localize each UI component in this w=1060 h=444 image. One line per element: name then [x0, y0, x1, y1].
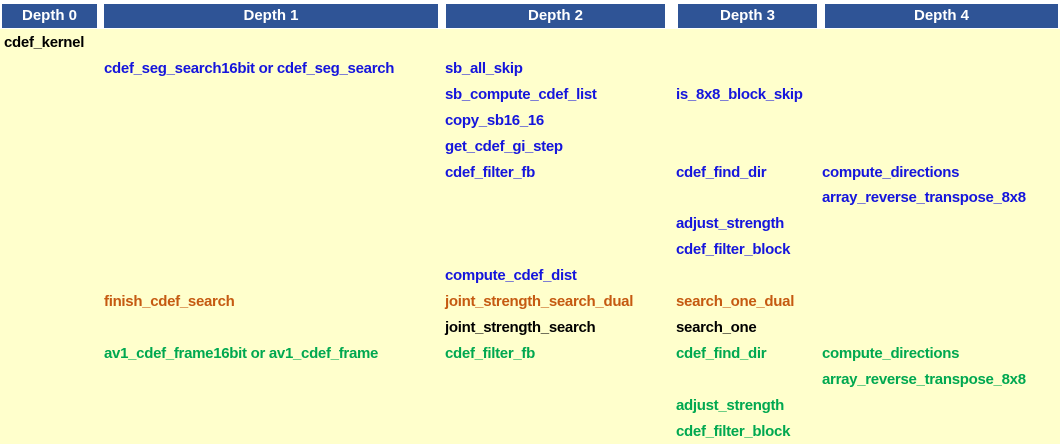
call-label: search_one_dual [676, 293, 795, 310]
call-label: cdef_filter_fb [445, 345, 535, 362]
call-label: cdef_filter_fb [445, 164, 535, 181]
call-label: copy_sb16_16 [445, 112, 544, 129]
call-label: av1_cdef_frame16bit or av1_cdef_frame [104, 345, 379, 362]
call-label: is_8x8_block_skip [676, 86, 803, 103]
call-label: compute_directions [822, 345, 960, 362]
call-label: cdef_kernel [4, 34, 85, 51]
call-label: search_one [676, 319, 757, 336]
call-label: sb_all_skip [445, 60, 523, 77]
column-header-depth-0: Depth 0 [2, 4, 97, 28]
call-label: finish_cdef_search [104, 293, 235, 310]
call-label: joint_strength_search_dual [445, 293, 634, 310]
column-header-depth-1: Depth 1 [104, 4, 438, 28]
call-label: get_cdef_gi_step [445, 138, 563, 155]
call-label: cdef_seg_search16bit or cdef_seg_search [104, 60, 395, 77]
call-label: sb_compute_cdef_list [445, 86, 597, 103]
column-header-depth-2: Depth 2 [446, 4, 665, 28]
call-label: cdef_filter_block [676, 241, 791, 258]
call-label: compute_directions [822, 164, 960, 181]
call-label: cdef_find_dir [676, 345, 767, 362]
call-label: cdef_filter_block [676, 423, 791, 440]
column-header-depth-3: Depth 3 [678, 4, 817, 28]
call-label: adjust_strength [676, 215, 785, 232]
call-label: adjust_strength [676, 397, 785, 414]
call-label: joint_strength_search [445, 319, 596, 336]
call-label: cdef_find_dir [676, 164, 767, 181]
call-label: array_reverse_transpose_8x8 [822, 371, 1026, 388]
column-header-depth-4: Depth 4 [825, 4, 1058, 28]
call-label: compute_cdef_dist [445, 267, 577, 284]
call-label: array_reverse_transpose_8x8 [822, 189, 1026, 206]
table-body [0, 29, 1060, 444]
